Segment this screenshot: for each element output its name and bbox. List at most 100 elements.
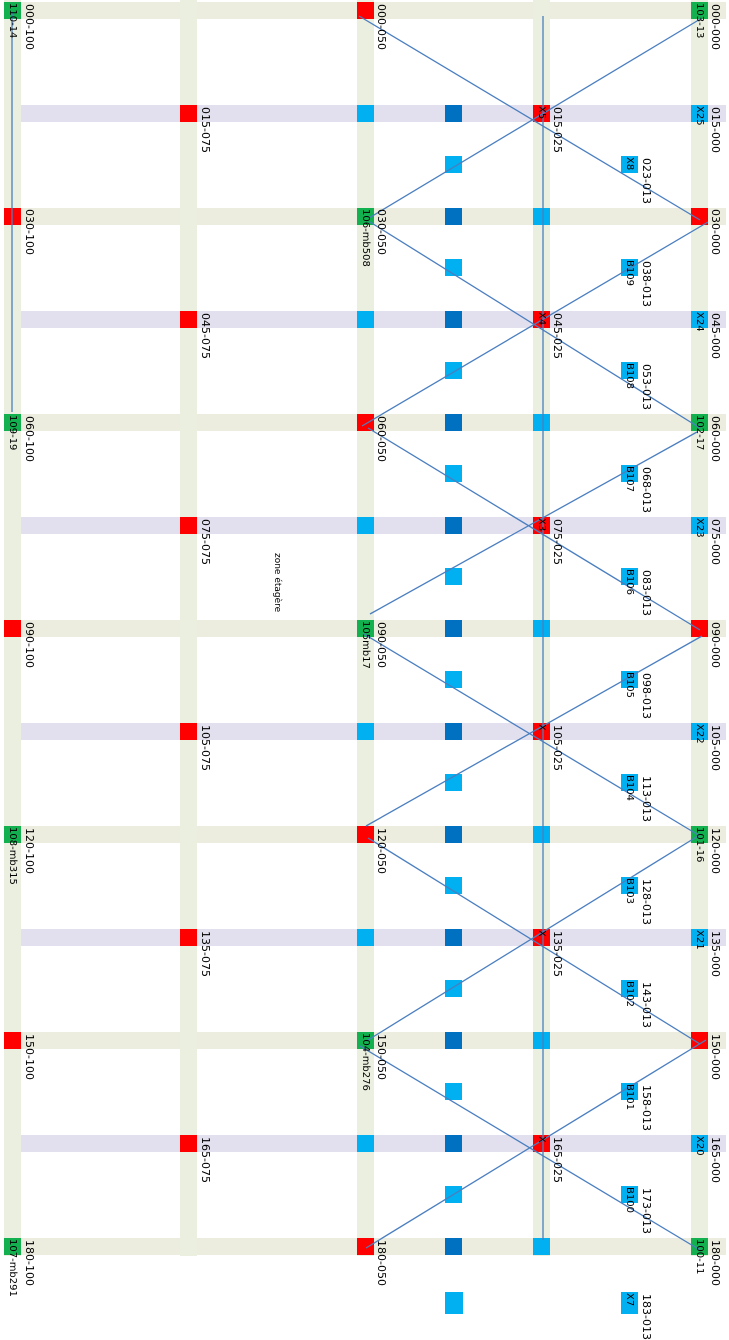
label-120-050: 120-050 (375, 828, 388, 874)
marker-mid-030 (445, 208, 462, 225)
marker-120-000 (691, 826, 708, 843)
marker-045-050 (357, 311, 374, 328)
code-b107: B107 (624, 466, 635, 492)
marker-120-100 (4, 826, 21, 843)
label-165-025: 165-025 (551, 1137, 564, 1183)
code-x-105: X (536, 724, 547, 731)
marker-150-100 (4, 1032, 21, 1049)
marker-mid-150 (445, 1032, 462, 1049)
marker-075-050 (357, 517, 374, 534)
marker-mid-023 (445, 156, 462, 173)
marker-083-013 (621, 568, 638, 585)
label-038-013: 038-013 (640, 261, 653, 307)
marker-060-025 (533, 414, 550, 431)
code-b105: B105 (624, 672, 635, 698)
code-b100: B100 (624, 1187, 635, 1213)
label-075-000: 075-000 (709, 519, 722, 565)
marker-180-000 (691, 1238, 708, 1255)
code-b108: B108 (624, 363, 635, 389)
marker-165-050 (357, 1135, 374, 1152)
label-068-013: 068-013 (640, 467, 653, 513)
code-110-14: 110-14 (7, 3, 18, 39)
line-diagonal-12 (365, 1039, 707, 1249)
marker-060-000 (691, 414, 708, 431)
marker-015-075 (180, 105, 197, 122)
label-180-100: 180-100 (23, 1240, 36, 1286)
marker-000-050 (357, 2, 374, 19)
marker-mid-098 (445, 671, 462, 688)
code-102-17: 102-17 (694, 415, 705, 451)
label-090-100: 090-100 (23, 622, 36, 668)
marker-150-000 (691, 1032, 708, 1049)
code-x25: X25 (694, 106, 705, 126)
label-090-000: 090-000 (709, 622, 722, 668)
marker-023-013 (621, 156, 638, 173)
marker-mid-090 (445, 620, 462, 637)
code-x24: X24 (694, 312, 705, 332)
label-105-025: 105-025 (551, 725, 564, 771)
marker-mid-180 (445, 1238, 462, 1255)
code-x4: X4 (536, 312, 547, 326)
code-b101: B101 (624, 1084, 635, 1110)
marker-165-000 (691, 1135, 708, 1152)
label-183-013: 183-013 (640, 1294, 653, 1340)
code-b106: B106 (624, 569, 635, 595)
code-x-135: X (536, 930, 547, 937)
label-135-000: 135-000 (709, 931, 722, 977)
marker-015-000 (691, 105, 708, 122)
marker-mid-158 (445, 1083, 462, 1100)
label-000-100: 000-100 (23, 4, 36, 50)
marker-mid-083 (445, 568, 462, 585)
marker-mid-015 (445, 105, 462, 122)
code-103-13: 103-13 (694, 3, 705, 39)
label-015-075: 015-075 (199, 107, 212, 153)
marker-mid-105 (445, 723, 462, 740)
code-107-mb291: 107-mb291 (7, 1239, 18, 1297)
marker-045-000 (691, 311, 708, 328)
code-x23: X23 (694, 518, 705, 538)
marker-030-050 (357, 208, 374, 225)
label-113-013: 113-013 (640, 776, 653, 822)
code-x8: X8 (624, 157, 635, 171)
marker-mid-165 (445, 1135, 462, 1152)
marker-075-075 (180, 517, 197, 534)
marker-015-025 (533, 105, 550, 122)
code-b109: B109 (624, 260, 635, 286)
line-diagonal-5 (367, 427, 701, 631)
marker-060-100 (4, 414, 21, 431)
line-diagonal-10 (367, 835, 699, 1041)
marker-030-025 (533, 208, 550, 225)
marker-150-050 (357, 1032, 374, 1049)
label-015-025: 015-025 (551, 107, 564, 153)
marker-120-025 (533, 826, 550, 843)
line-diagonal-9 (367, 837, 701, 1045)
label-000-000: 000-000 (709, 4, 722, 50)
code-104-mb276: 104-mb276 (360, 1033, 371, 1091)
code-b103: B103 (624, 878, 635, 904)
marker-105-000 (691, 723, 708, 740)
code-108-mb315: 108-mb315 (7, 827, 18, 885)
line-diagonal-3 (369, 221, 701, 429)
label-180-050: 180-050 (375, 1240, 388, 1286)
code-109-19: 109-19 (7, 415, 18, 451)
label-098-013: 098-013 (640, 673, 653, 719)
marker-165-025 (533, 1135, 550, 1152)
code-b104: B104 (624, 775, 635, 801)
code-106-mb508: 106-mb508 (360, 209, 371, 267)
marker-090-050 (357, 620, 374, 637)
marker-165-075 (180, 1135, 197, 1152)
marker-183-013 (621, 1292, 638, 1314)
code-101-16: 101-16 (694, 827, 705, 863)
label-030-050: 030-050 (375, 209, 388, 255)
marker-038-013 (621, 259, 638, 276)
marker-090-000 (691, 620, 708, 637)
label-105-000: 105-000 (709, 725, 722, 771)
marker-135-050 (357, 929, 374, 946)
marker-105-075 (180, 723, 197, 740)
marker-135-025 (533, 929, 550, 946)
label-090-050: 090-050 (375, 622, 388, 668)
label-000-050: 000-050 (375, 4, 388, 50)
line-diagonal-1 (358, 15, 701, 221)
